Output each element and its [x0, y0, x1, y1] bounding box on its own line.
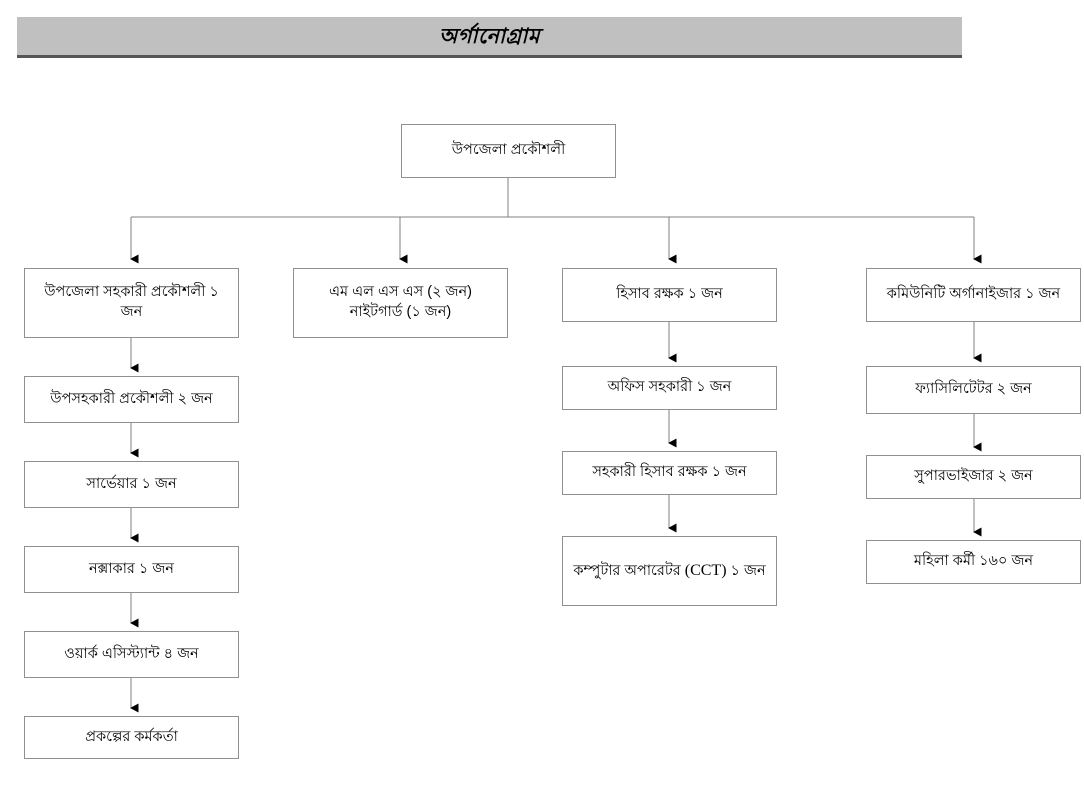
- node-label: কম্পুটার অপারেটর (CCT) ১ জন: [571, 560, 768, 582]
- node-surveyor[interactable]: সার্ভেয়ার ১ জন: [24, 461, 239, 508]
- node-label: ফ্যাসিলিটেটর ২ জন: [915, 381, 1032, 398]
- page-title: অর্গানোগ্রাম: [438, 24, 541, 48]
- node-label-line-2: নাইটগার্ড (১ জন): [349, 304, 452, 320]
- node-assistant-accountant[interactable]: সহকারী হিসাব রক্ষক ১ জন: [562, 451, 777, 495]
- node-label: নক্সাকার ১ জন: [89, 560, 174, 577]
- node-label-post: ১ জন: [726, 563, 766, 580]
- node-label: উপজেলা প্রকৌশলী: [451, 142, 566, 159]
- node-upazila-assistant-engineer[interactable]: উপজেলা সহকারী প্রকৌশলী ১ জন: [24, 268, 239, 338]
- node-label: মহিলা কর্মী ১৬০ জন: [913, 553, 1034, 570]
- node-project-officer[interactable]: প্রকল্পের কর্মকর্তা: [24, 716, 239, 759]
- node-root[interactable]: উপজেলা প্রকৌশলী: [401, 124, 616, 178]
- node-label: উপসহকারী প্রকৌশলী ২ জন: [50, 390, 213, 407]
- node-mlss-nightguard[interactable]: এম এল এস এস (২ জন) নাইটগার্ড (১ জন): [293, 268, 508, 338]
- page-title-banner: অর্গানোগ্রাম: [17, 17, 962, 58]
- node-label-latin: (CCT): [684, 562, 727, 580]
- node-sub-assistant-engineer[interactable]: উপসহকারী প্রকৌশলী ২ জন: [24, 376, 239, 423]
- node-supervisor[interactable]: সুপারভাইজার ২ জন: [866, 455, 1081, 499]
- node-accountant[interactable]: হিসাব রক্ষক ১ জন: [562, 268, 777, 322]
- node-computer-operator[interactable]: কম্পুটার অপারেটর (CCT) ১ জন: [562, 536, 777, 606]
- node-female-worker[interactable]: মহিলা কর্মী ১৬০ জন: [866, 540, 1081, 584]
- node-community-organizer[interactable]: কমিউনিটি অর্গানাইজার ১ জন: [866, 268, 1081, 322]
- node-label: সহকারী হিসাব রক্ষক ১ জন: [592, 464, 747, 481]
- node-label-line-1: এম এল এস এস (২ জন): [329, 284, 472, 301]
- node-label: কমিউনিটি অর্গানাইজার ১ জন: [886, 286, 1061, 303]
- node-office-assistant[interactable]: অফিস সহকারী ১ জন: [562, 366, 777, 410]
- node-facilitator[interactable]: ফ্যাসিলিটেটর ২ জন: [866, 366, 1081, 414]
- node-label: উপজেলা সহকারী প্রকৌশলী ১ জন: [44, 284, 219, 320]
- node-work-assistant[interactable]: ওয়ার্ক এসিস্ট্যান্ট ৪ জন: [24, 631, 239, 678]
- node-label: সার্ভেয়ার ১ জন: [86, 475, 177, 492]
- node-label: অফিস সহকারী ১ জন: [607, 379, 732, 396]
- node-label-pre: কম্পুটার অপারেটর: [573, 563, 685, 580]
- node-label: সুপারভাইজার ২ জন: [914, 468, 1033, 485]
- node-draftsman[interactable]: নক্সাকার ১ জন: [24, 546, 239, 593]
- node-label: হিসাব রক্ষক ১ জন: [616, 286, 723, 303]
- node-label: ওয়ার্ক এসিস্ট্যান্ট ৪ জন: [64, 645, 199, 662]
- node-label: প্রকল্পের কর্মকর্তা: [85, 728, 178, 745]
